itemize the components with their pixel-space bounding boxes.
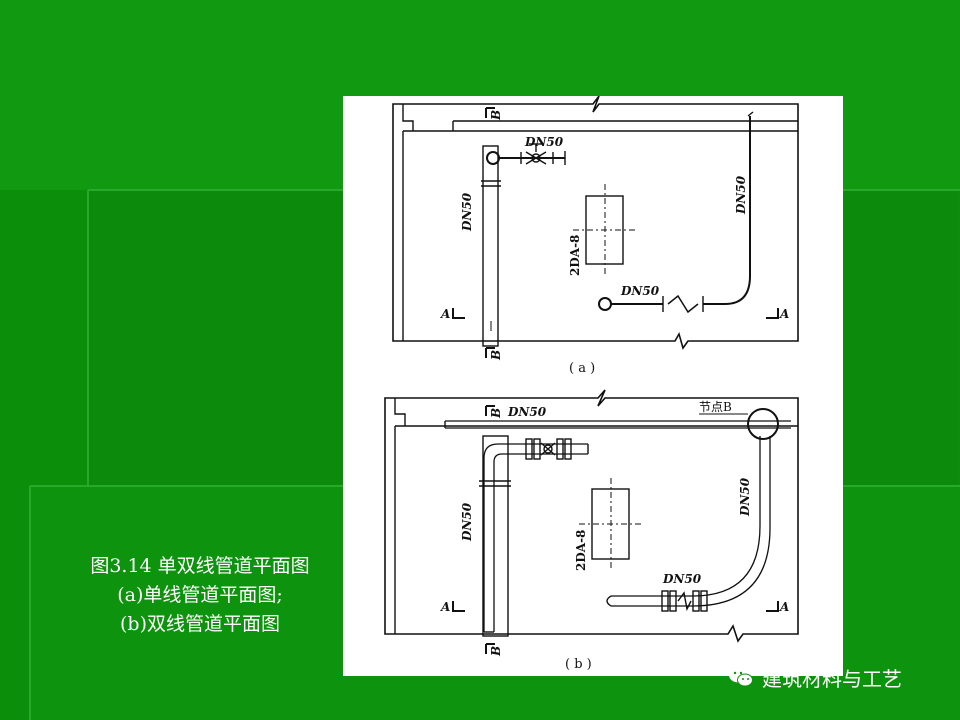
watermark-text: 建筑材料与工艺 <box>762 666 902 691</box>
a-panel-label: ( a ) <box>569 361 595 376</box>
pipe-plan-figure: DN50 DN50 DN50 DN50 A A B B 2DA-8 ( a ) <box>343 96 843 676</box>
a-dn-right: DN50 <box>734 175 748 215</box>
b-equipment-label: 2DA-8 <box>574 530 588 571</box>
caption-sub-a: (a)单线管道平面图; <box>117 584 283 606</box>
a-equipment-label: 2DA-8 <box>568 235 582 276</box>
a-section-a-right: A <box>779 307 789 321</box>
b-section-a-right: A <box>779 600 789 614</box>
a-dn-bottom: DN50 <box>620 284 660 298</box>
a-dn-top: DN50 <box>524 135 564 149</box>
a-section-b-bottom: B <box>489 350 503 361</box>
a-dn-left: DN50 <box>460 192 474 232</box>
b-node-label: 节点B <box>699 400 732 414</box>
b-dn-bottom: DN50 <box>662 572 702 586</box>
a-section-a-left: A <box>440 307 450 321</box>
watermark: 建筑材料与工艺 <box>728 662 902 692</box>
b-dn-left: DN50 <box>460 502 474 542</box>
a-section-b-top: B <box>489 110 503 121</box>
b-dn-top: DN50 <box>507 405 547 419</box>
panel-a <box>392 96 799 358</box>
b-dn-right: DN50 <box>738 477 752 517</box>
figure-caption: 图3.14 单双线管道平面图 (a)单线管道平面图; (b)双线管道平面图 <box>60 552 340 639</box>
caption-sub-b: (b)双线管道平面图 <box>120 613 280 635</box>
panel-b <box>384 389 799 654</box>
b-panel-label: ( b ) <box>565 657 592 672</box>
b-section-b-bottom: B <box>489 646 503 657</box>
b-section-a-left: A <box>440 600 450 614</box>
caption-title: 图3.14 单双线管道平面图 <box>90 555 310 577</box>
wechat-icon <box>729 667 753 687</box>
b-section-b-top: B <box>489 408 503 419</box>
